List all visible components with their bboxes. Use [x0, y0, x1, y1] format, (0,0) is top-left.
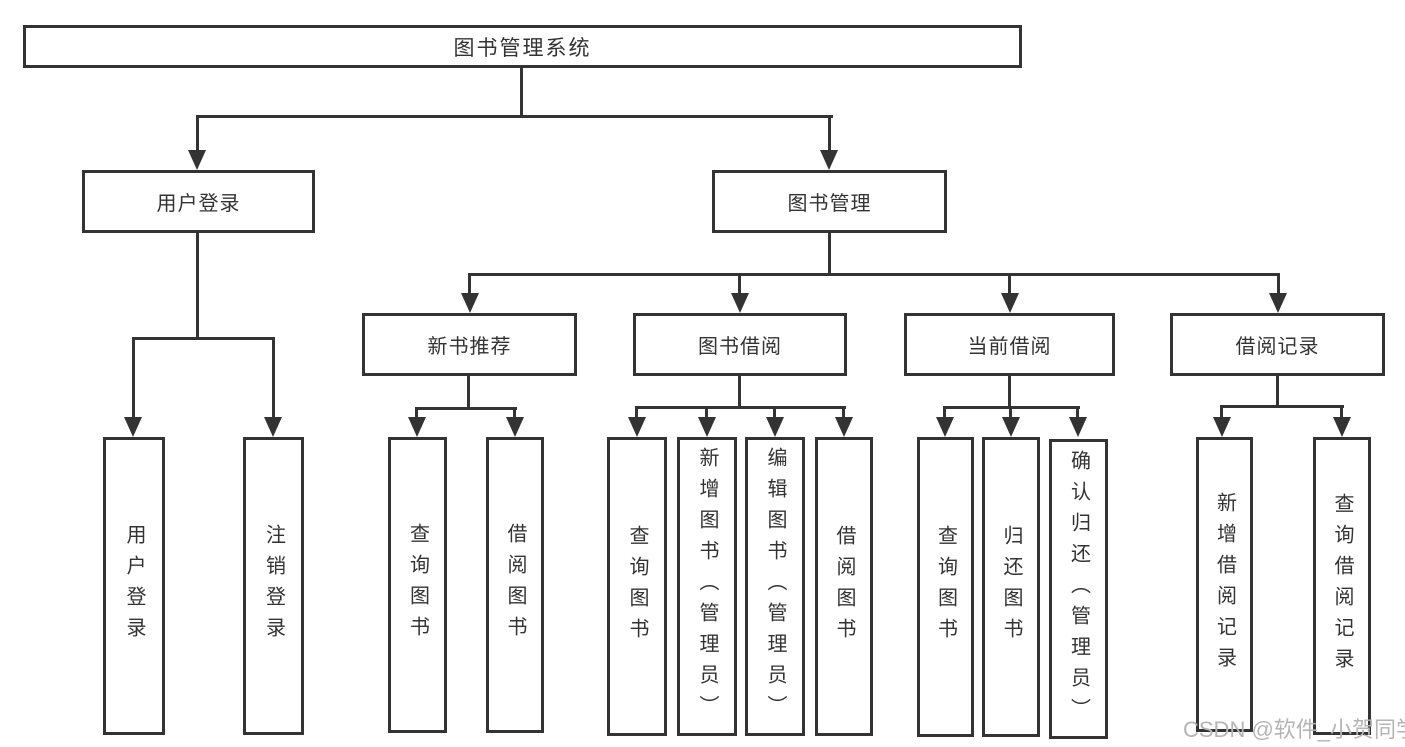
arrow-down-icon [264, 417, 282, 437]
arrow-down-icon [506, 417, 524, 437]
leaf-add-borrow-record: 新增借阅记录 [1196, 437, 1253, 732]
leaf-add-borrow-record-label: 新增借阅记录 [1213, 491, 1236, 678]
connector-module1-branch [635, 406, 846, 409]
connector-leaf-drop [272, 337, 275, 417]
leaf-user-login-label: 用户登录 [123, 524, 145, 648]
leaf-add-books-admin: 新增图书（管理员） [677, 437, 737, 736]
connector-leaf-drop [415, 407, 418, 417]
connector-leaf-drop [132, 337, 135, 417]
leaf-return-books: 归还图书 [982, 437, 1040, 737]
arrow-down-icon [1069, 417, 1087, 437]
arrow-down-icon [835, 417, 853, 437]
node-borrow-records-label: 借阅记录 [1235, 336, 1320, 358]
arrow-down-icon [461, 293, 479, 313]
leaf-return-books-label: 归还图书 [1000, 525, 1022, 649]
arrow-down-icon [1333, 417, 1351, 437]
leaf-query-borrow-record: 查询借阅记录 [1313, 437, 1371, 735]
leaf-user-login: 用户登录 [103, 437, 165, 735]
arrow-down-icon [766, 417, 784, 437]
node-book-management: 图书管理 [712, 170, 947, 233]
arrow-down-icon [1001, 293, 1019, 313]
arrow-down-icon [628, 417, 646, 437]
leaf-confirm-return-admin: 确认归还（管理员） [1049, 439, 1108, 739]
leaf-edit-books-admin-label: 编辑图书（管理员） [764, 447, 786, 726]
arrow-down-icon [731, 293, 749, 313]
leaf-edit-books-admin: 编辑图书（管理员） [745, 437, 805, 736]
node-user-login-label: 用户登录 [156, 193, 241, 215]
connector-book-management-drop [828, 115, 831, 150]
leaf-query-books-label: 查询图书 [406, 523, 429, 647]
node-current-borrow-label: 当前借阅 [967, 336, 1052, 358]
connector-module0-stem [467, 376, 470, 407]
node-current-borrow: 当前借阅 [904, 313, 1115, 376]
node-root: 图书管理系统 [23, 25, 1022, 68]
arrow-down-icon [1269, 293, 1287, 313]
node-book-borrow: 图书借阅 [633, 313, 847, 376]
connector-user-login-drop [196, 115, 199, 150]
connector-module3-stem [1276, 376, 1279, 405]
arrow-down-icon [408, 417, 426, 437]
connector-root-stem [520, 67, 523, 115]
connector-leaf-drop [773, 406, 776, 417]
arrow-down-icon [698, 417, 716, 437]
leaf-query-books: 查询图书 [607, 437, 667, 736]
connector-module2-stem [1008, 376, 1011, 406]
connector-level1-branch [196, 115, 833, 118]
connector-user-login-branch [132, 337, 274, 340]
arrow-down-icon [820, 150, 838, 170]
connector-leaf-drop [1220, 405, 1223, 417]
csdn-watermark: CSDN @软件_小贺同学 [1183, 717, 1405, 742]
node-book-borrow-label: 图书借阅 [698, 336, 782, 358]
arrow-down-icon [124, 417, 142, 437]
node-new-book-recommend: 新书推荐 [362, 313, 577, 376]
connector-module-drop [1277, 273, 1280, 293]
connector-leaf-drop [1340, 405, 1343, 417]
leaf-borrow-books-label: 借阅图书 [833, 524, 855, 649]
connector-module3-branch [1220, 405, 1344, 408]
connector-module-drop [738, 273, 741, 293]
node-root-label: 图书管理系统 [453, 36, 592, 60]
connector-leaf-drop [1076, 406, 1079, 417]
connector-leaf-drop [513, 407, 516, 417]
connector-module-drop [1008, 273, 1011, 293]
leaf-query-borrow-record-label: 查询借阅记录 [1331, 493, 1353, 679]
connector-module0-branch [415, 407, 517, 410]
node-user-login: 用户登录 [82, 170, 315, 233]
arrow-down-icon [936, 417, 954, 437]
leaf-borrow-books: 借阅图书 [815, 437, 873, 736]
connector-module-drop [468, 273, 471, 293]
node-book-management-label: 图书管理 [787, 193, 872, 215]
leaf-query-books: 查询图书 [388, 437, 447, 733]
arrow-down-icon [1213, 417, 1231, 437]
leaf-query-books-label: 查询图书 [934, 525, 957, 649]
leaf-borrow-books-label: 借阅图书 [504, 523, 526, 647]
arrow-down-icon [188, 150, 206, 170]
arrow-down-icon [1002, 417, 1020, 437]
connector-leaf-drop [842, 406, 845, 417]
leaf-logout-label: 注销登录 [262, 524, 285, 648]
connector-module1-stem [738, 376, 741, 406]
connector-leaf-drop [705, 406, 708, 417]
connector-leaf-drop [635, 406, 638, 417]
connector-leaf-drop [943, 406, 946, 417]
node-new-book-recommend-label: 新书推荐 [427, 336, 512, 358]
leaf-logout: 注销登录 [243, 437, 304, 735]
leaf-borrow-books: 借阅图书 [486, 437, 544, 733]
leaf-add-books-admin-label: 新增图书（管理员） [696, 447, 718, 726]
node-borrow-records: 借阅记录 [1170, 313, 1385, 376]
leaf-query-books-label: 查询图书 [626, 524, 648, 649]
connector-modules-branch [468, 273, 1280, 276]
leaf-confirm-return-admin-label: 确认归还（管理员） [1067, 449, 1090, 729]
leaf-query-books: 查询图书 [917, 437, 974, 737]
connector-leaf-drop [1009, 406, 1012, 417]
connector-user-login-stem [196, 233, 199, 337]
connector-book-management-stem [828, 233, 831, 273]
